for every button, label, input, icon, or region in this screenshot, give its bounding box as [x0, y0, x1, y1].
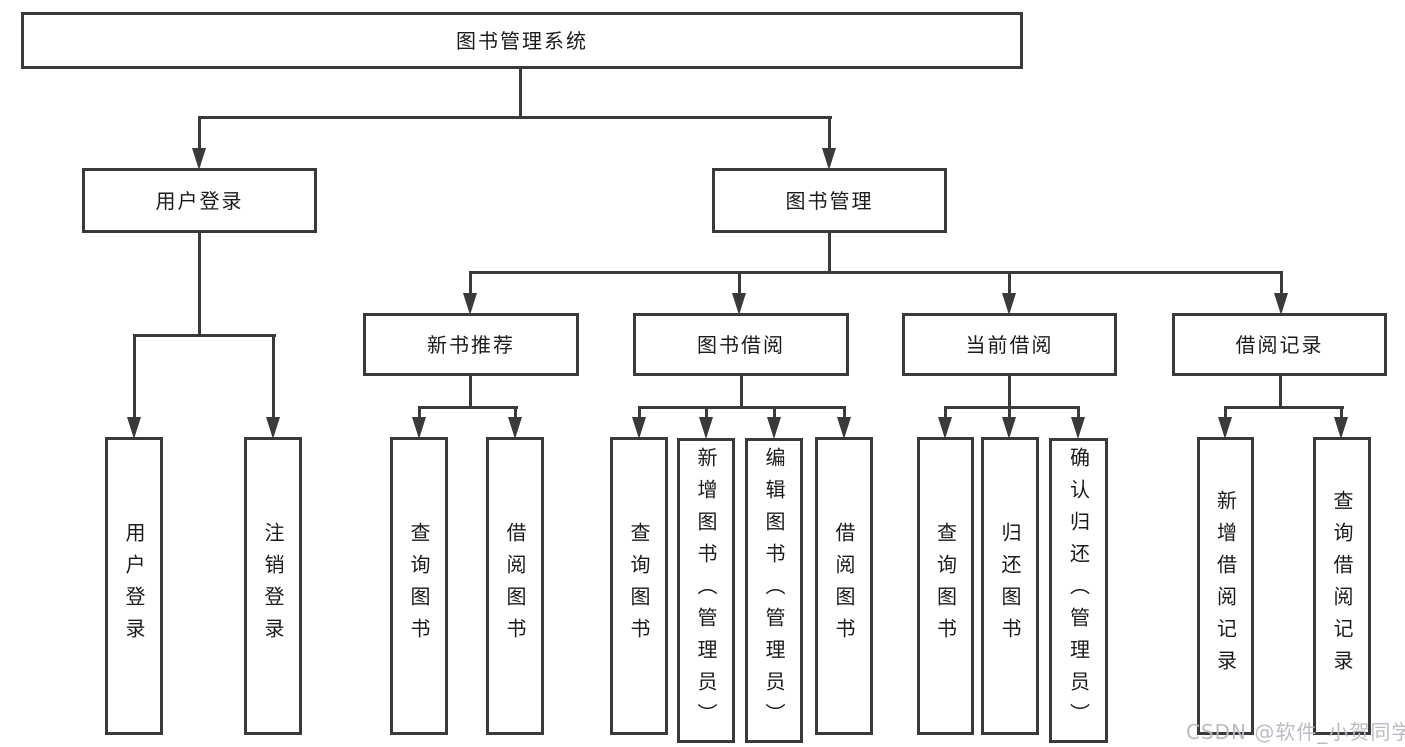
edge-cb-down-line: [1008, 374, 1011, 409]
node-borrow-records-label: 借阅记录: [1235, 332, 1324, 357]
arrowhead-icon: [732, 293, 746, 315]
leaf-user-login-label: 用户登录: [122, 522, 146, 650]
arrowhead-icon: [1002, 417, 1016, 439]
edge-to-br-add-line: [1224, 406, 1227, 419]
leaf-bb-edit-book-admin: 编辑图书（管理员）: [745, 438, 803, 743]
arrowhead-icon: [1274, 293, 1288, 315]
leaf-cb-return-books-label: 归还图书: [998, 522, 1022, 650]
leaf-logout-label: 注销登录: [261, 522, 285, 650]
edge-br-split-line: [1224, 406, 1344, 409]
leaf-cb-query-books: 查询图书: [917, 437, 974, 735]
arrowhead-icon: [938, 417, 952, 439]
leaf-cb-query-books-label: 查询图书: [933, 522, 958, 650]
leaf-nbr-borrow-books-label: 借阅图书: [503, 522, 527, 650]
edge-to-cb-query-line: [944, 406, 947, 419]
edge-root-split-line: [198, 116, 832, 119]
edge-br-down-line: [1279, 374, 1282, 409]
arrowhead-icon: [1334, 417, 1348, 439]
edge-bb-down-line: [740, 374, 743, 409]
arrowhead-icon: [767, 417, 781, 439]
arrowhead-icon: [463, 293, 477, 315]
node-root-label: 图书管理系统: [456, 28, 588, 53]
leaf-bb-query-books-label: 查询图书: [627, 522, 651, 650]
leaf-bb-query-books: 查询图书: [610, 437, 668, 735]
node-new-book-rec: 新书推荐: [363, 313, 579, 376]
arrowhead-icon: [1218, 417, 1232, 439]
node-book-mgmt-label: 图书管理: [785, 188, 874, 213]
leaf-bb-add-book-admin-label: 新增图书（管理员）: [694, 446, 718, 735]
node-book-mgmt: 图书管理: [712, 168, 947, 233]
arrowhead-icon: [127, 417, 141, 439]
edge-cb-split-line: [944, 406, 1080, 409]
node-user-login-label: 用户登录: [155, 188, 244, 213]
node-borrow-records: 借阅记录: [1172, 313, 1387, 376]
edge-to-bb-edit-line: [773, 406, 776, 419]
arrowhead-icon: [192, 148, 206, 170]
arrowhead-icon: [632, 417, 646, 439]
node-user-login: 用户登录: [82, 168, 317, 233]
arrowhead-icon: [412, 417, 426, 439]
edge-to-user-login-line: [198, 116, 201, 150]
leaf-cb-confirm-return-admin-label: 确认归还（管理员）: [1066, 446, 1091, 735]
edge-to-new-book-rec-line: [469, 271, 472, 295]
leaf-br-add-record: 新增借阅记录: [1197, 437, 1254, 735]
edge-user-login-split-line: [133, 334, 276, 337]
edge-to-cb-confirm-line: [1077, 406, 1080, 419]
edge-to-leaf-login-line: [133, 334, 136, 419]
edge-bb-split-line: [638, 406, 846, 409]
leaf-br-add-record-label: 新增借阅记录: [1213, 490, 1238, 682]
arrowhead-icon: [822, 148, 836, 170]
arrowhead-icon: [266, 417, 280, 439]
edge-nbr-split-line: [418, 406, 518, 409]
node-book-borrow-label: 图书借阅: [697, 332, 785, 357]
leaf-user-login: 用户登录: [105, 437, 163, 735]
arrowhead-icon: [1071, 417, 1085, 439]
leaf-logout: 注销登录: [244, 437, 302, 735]
leaf-bb-borrow-books-label: 借阅图书: [832, 522, 856, 650]
edge-to-leaf-logout-line: [272, 334, 275, 419]
edge-to-nbr-borrow-line: [514, 406, 517, 419]
arrowhead-icon: [508, 417, 522, 439]
leaf-cb-confirm-return-admin: 确认归还（管理员）: [1049, 438, 1108, 743]
edge-to-bb-query-line: [638, 406, 641, 419]
edge-to-book-borrow-line: [738, 271, 741, 295]
node-new-book-rec-label: 新书推荐: [427, 332, 515, 357]
edge-user-login-down-line: [198, 230, 201, 336]
edge-to-bb-add-line: [705, 406, 708, 419]
csdn-watermark: CSDN @软件_小贺同学: [1186, 720, 1405, 744]
edge-book-mgmt-down-line: [828, 230, 831, 273]
edge-to-br-query-line: [1340, 406, 1343, 419]
leaf-bb-edit-book-admin-label: 编辑图书（管理员）: [762, 446, 786, 735]
edge-root-down-line: [519, 66, 522, 118]
leaf-nbr-borrow-books: 借阅图书: [486, 437, 544, 735]
edge-to-book-mgmt-line: [828, 116, 831, 150]
leaf-br-query-record: 查询借阅记录: [1313, 437, 1371, 735]
edge-to-current-borrow-line: [1008, 271, 1011, 295]
edge-to-borrow-records-line: [1280, 271, 1283, 295]
arrowhead-icon: [699, 417, 713, 439]
leaf-br-query-record-label: 查询借阅记录: [1330, 490, 1354, 682]
node-root: 图书管理系统: [21, 12, 1023, 69]
edge-to-cb-return-line: [1008, 406, 1011, 419]
node-current-borrow-label: 当前借阅: [965, 332, 1054, 357]
node-current-borrow: 当前借阅: [902, 313, 1117, 376]
arrowhead-icon: [1002, 293, 1016, 315]
leaf-nbr-query-books-label: 查询图书: [407, 522, 431, 650]
leaf-bb-borrow-books: 借阅图书: [815, 437, 873, 735]
edge-to-nbr-query-line: [418, 406, 421, 419]
leaf-nbr-query-books: 查询图书: [390, 437, 448, 735]
edge-nbr-down-line: [469, 374, 472, 409]
leaf-bb-add-book-admin: 新增图书（管理员）: [677, 438, 735, 743]
edge-to-bb-borrow-line: [843, 406, 846, 419]
arrowhead-icon: [837, 417, 851, 439]
leaf-cb-return-books: 归还图书: [981, 437, 1039, 735]
node-book-borrow: 图书借阅: [633, 313, 849, 376]
edge-book-mgmt-split-line: [469, 271, 1283, 274]
